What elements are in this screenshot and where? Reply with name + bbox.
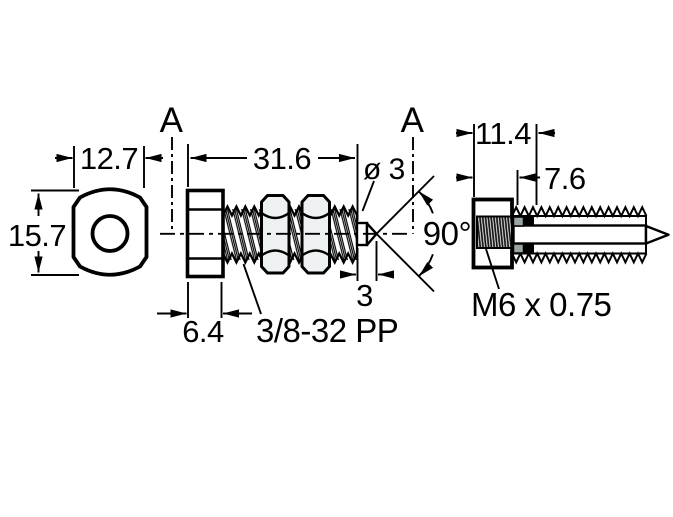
leader-line (361, 180, 375, 212)
lock-ring (524, 244, 534, 253)
head-width-label: 6.4 (182, 314, 224, 349)
lock-ring (524, 217, 534, 226)
section-label-right: A (401, 101, 425, 140)
nut-chamfer-arc (260, 212, 290, 220)
cone-angle-label: 90° (423, 215, 471, 252)
front-view: 12.7 15.7 (8, 141, 163, 277)
dim-thread-depth (456, 170, 540, 205)
dim-side-length (187, 144, 359, 221)
front-height-label: 15.7 (8, 218, 66, 253)
tip-length-label: 3 (356, 278, 373, 313)
thread-depth-label: 7.6 (544, 161, 586, 196)
barrel-thread-spec-label: 3/8-32 PP (256, 312, 398, 349)
dim-section-overall (456, 124, 555, 205)
section-view: 11.4 7.6 M6 x 0.75 (456, 116, 670, 323)
nut-chamfer-arc (301, 249, 331, 257)
cone-angle (375, 175, 435, 293)
dim-front-height (31, 189, 79, 276)
dim-head-width (157, 282, 252, 318)
tip-diameter-label: ø 3 (363, 153, 405, 186)
angle-arc (418, 190, 434, 214)
nut-chamfer-arc (301, 212, 331, 220)
nut-chamfer-arc (260, 249, 290, 257)
cone-angle-line (375, 175, 435, 235)
spacer-washer (512, 243, 525, 254)
internal-thread (476, 215, 513, 249)
section-thread-spec-label: M6 x 0.75 (471, 286, 611, 323)
center-hole (90, 214, 130, 253)
section-label-left: A (160, 101, 184, 140)
rod-tip-cone (644, 224, 670, 245)
thread-crest-bottom (511, 251, 648, 265)
side-length-label: 31.6 (253, 141, 311, 176)
dim-front-width (55, 146, 163, 188)
leader-line (485, 248, 500, 290)
side-view: A A 31.6 6.4 3/8-32 PP 3 (157, 101, 472, 349)
leader-line (242, 263, 262, 315)
jam-nut-body (260, 194, 291, 275)
front-width-label: 12.7 (80, 141, 138, 176)
thread-crest-top (511, 204, 648, 219)
section-overall-label: 11.4 (475, 116, 531, 151)
jam-nut-1 (260, 194, 291, 275)
spacer-washer (512, 216, 525, 227)
dim-tip-length (340, 241, 394, 281)
cone-angle-line (375, 233, 435, 293)
rod-core (512, 224, 648, 245)
angle-arc (418, 253, 434, 277)
